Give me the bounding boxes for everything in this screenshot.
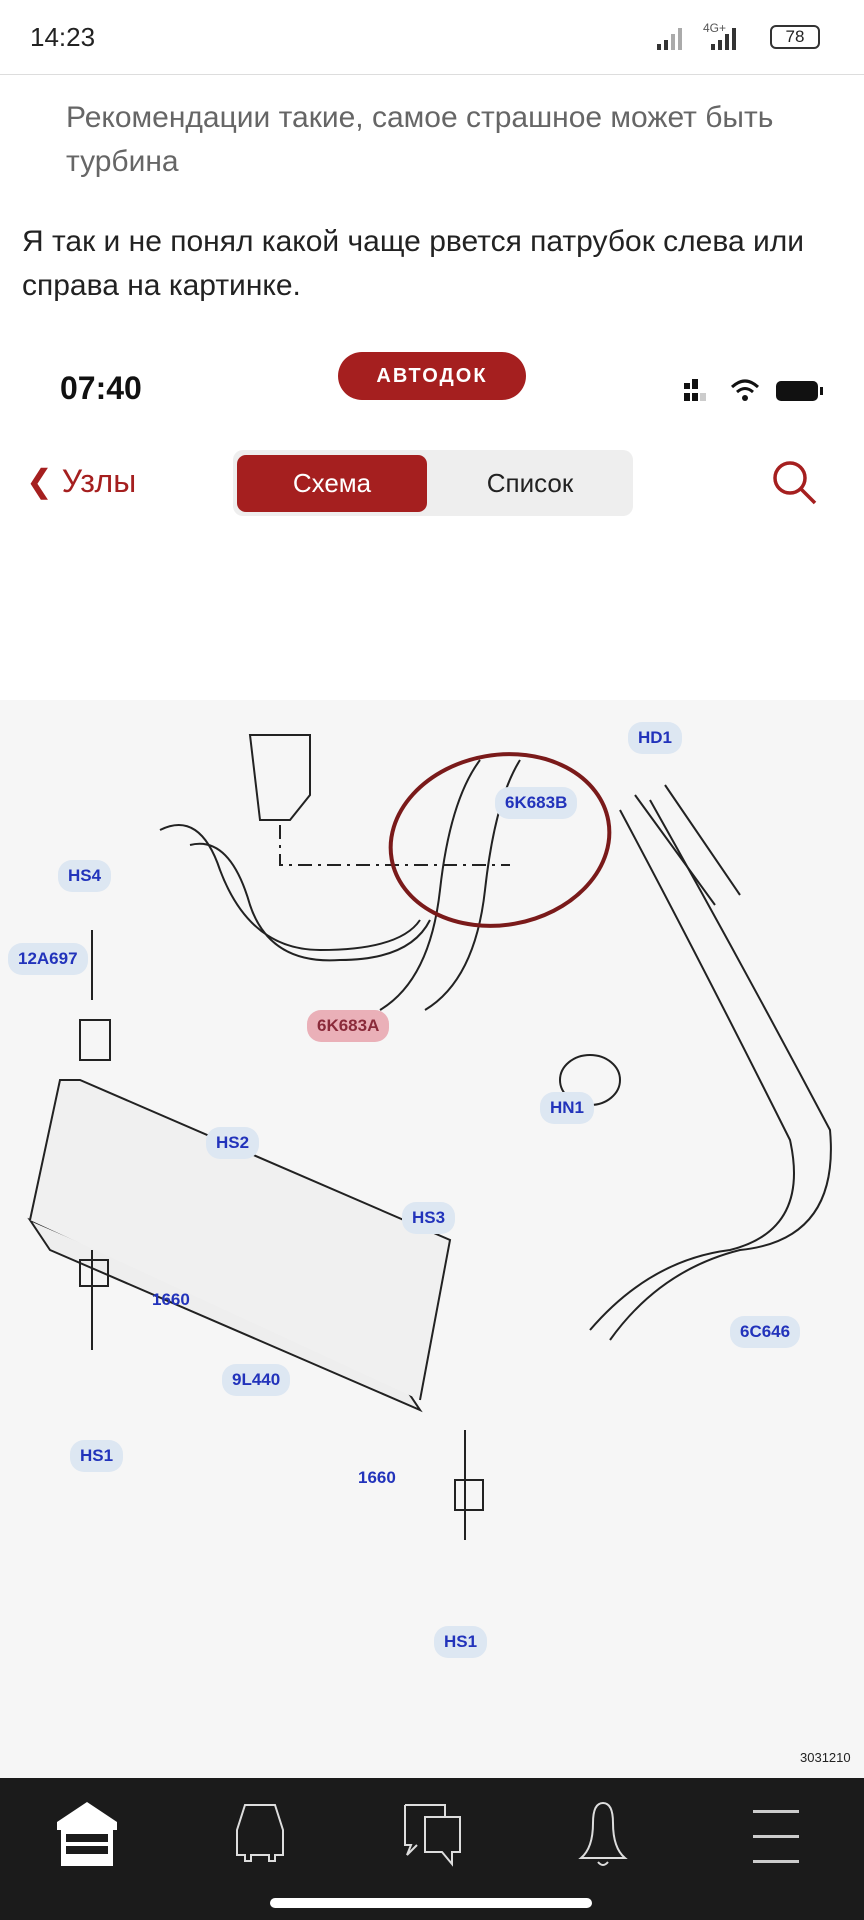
part-label-HS1[interactable]: HS1 [434,1626,488,1658]
chevron-left-icon: ❮ [26,463,53,499]
part-label-HS2[interactable]: HS2 [206,1127,260,1159]
embedded-status-icons [684,379,823,401]
diagram-code: 3031210 [800,1750,851,1765]
quoted-text: Рекомендации такие, самое страшное может… [66,101,774,178]
status-bar: 14:23 4G+ 78 [0,0,864,75]
bell-icon[interactable] [568,1800,638,1870]
parts-diagram: 3031210 HD1 6K683B HS4 12A697 6K683A HS2… [0,700,864,1780]
part-label-HN1[interactable]: HN1 [540,1092,595,1124]
part-label-6K683B[interactable]: 6K683B [495,787,578,819]
part-label-HS3[interactable]: HS3 [402,1202,456,1234]
search-icon[interactable] [770,458,820,508]
back-button[interactable]: ❮ Узлы [26,463,137,499]
embedded-time: 07:40 [60,370,142,406]
part-label-9L440[interactable]: 9L440 [222,1364,291,1396]
part-label-HD1[interactable]: HD1 [628,722,683,754]
hand-drawn-circle [388,752,612,928]
status-time: 14:23 [30,22,96,52]
car-icon[interactable] [225,1800,295,1870]
chat-icon[interactable] [400,1800,470,1870]
intercooler-drawing: 3031210 [27,734,851,1765]
post-text: Я так и не понял какой чаще рвется патру… [22,225,805,302]
part-label-HS4[interactable]: HS4 [58,860,112,892]
part-label-12A697[interactable]: 12A697 [8,943,88,975]
menu-icon[interactable] [745,1800,815,1870]
part-label-HS1[interactable]: HS1 [70,1440,124,1472]
part-label-6K683A[interactable]: 6K683A [307,1010,390,1042]
autodoc-logo: АВТОДОК [338,352,526,400]
svg-text:4G+: 4G+ [703,22,726,35]
tab-schema[interactable]: Схема [237,455,427,512]
battery-indicator: 78 [770,25,820,49]
bottom-nav [0,1778,864,1920]
tab-list[interactable]: Список [486,468,574,498]
part-label-1660[interactable]: 1660 [358,1468,396,1487]
garage-icon[interactable] [52,1800,122,1870]
part-label-1660[interactable]: 1660 [152,1290,190,1309]
part-label-6C646[interactable]: 6C646 [730,1316,801,1348]
home-indicator[interactable] [270,1898,592,1908]
signal-icon: 4G+ [657,22,736,50]
